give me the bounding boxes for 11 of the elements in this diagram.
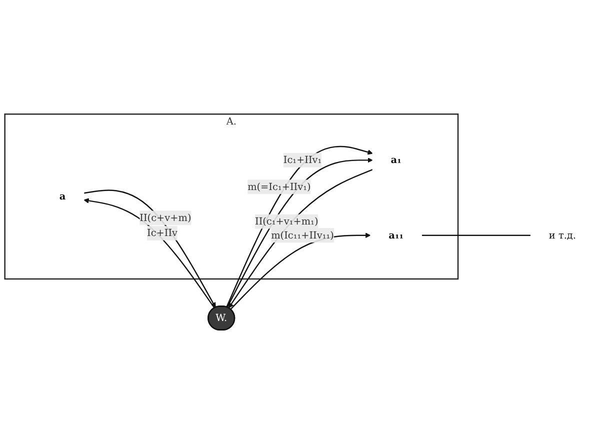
node-text: a₁ xyxy=(390,154,402,166)
edge-label: Ic₁+IIv₁ xyxy=(283,154,322,166)
edge-label: II(c₁+v₁+m₁) xyxy=(254,215,318,227)
edge-label: m(=Ic₁+IIv₁) xyxy=(248,180,311,192)
node-text: и т.д. xyxy=(548,229,576,241)
node-text: a₁₁ xyxy=(388,229,404,241)
edge-label: m(Ic₁₁+IIv₁₁) xyxy=(271,229,334,241)
node-text: a xyxy=(59,190,66,202)
connector xyxy=(422,234,531,236)
edge-label: II(c+v+m) xyxy=(140,212,192,224)
edge-label: Ic+IIv xyxy=(146,227,178,239)
